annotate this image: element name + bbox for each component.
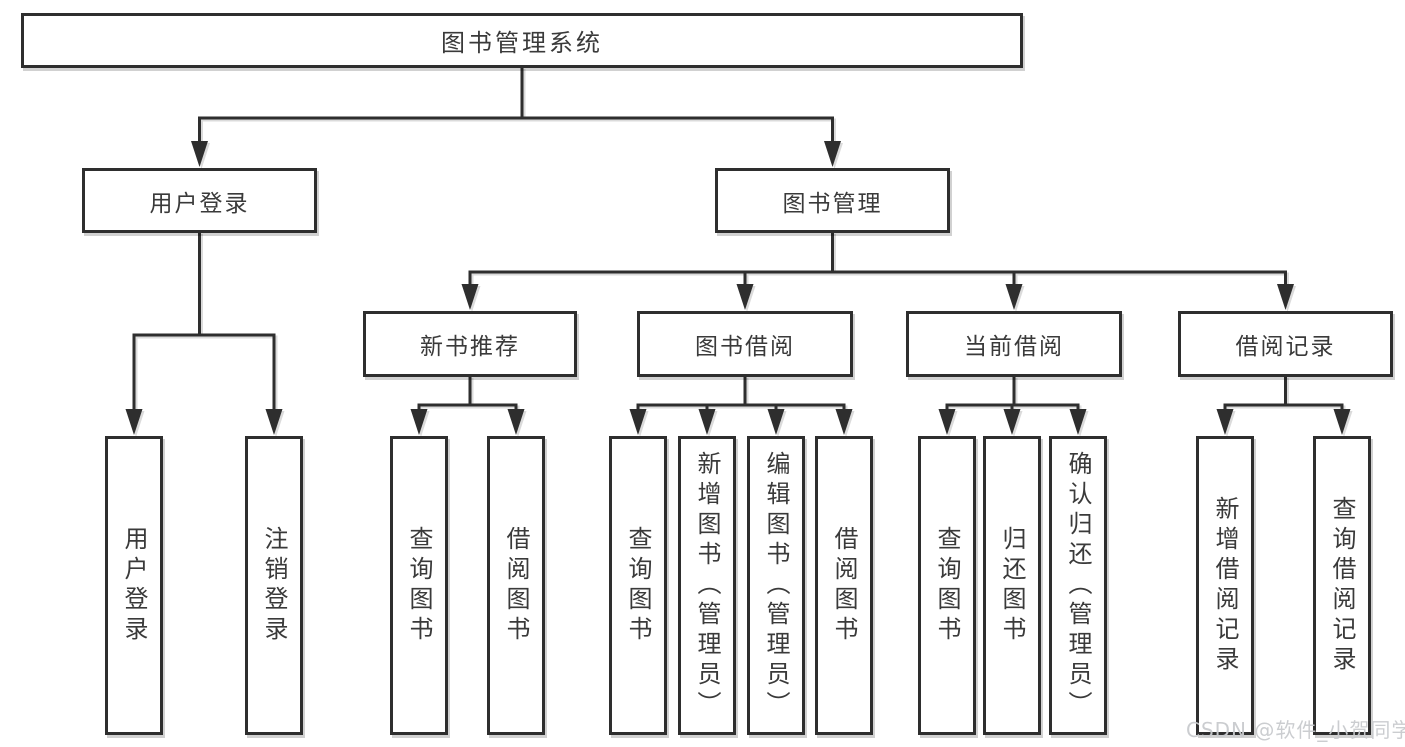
node-label-book-borrow: 图书借阅 [695, 334, 795, 360]
diagram-node-leaf-borrow-edit: 编辑图书（管理员） [747, 436, 805, 735]
node-label-user-login: 用户登录 [149, 190, 250, 217]
diagram-node-book-borrow: 图书借阅 [637, 311, 853, 377]
node-label-leaf-newrec-query: 查询图书 [405, 525, 433, 646]
node-label-leaf-borrow-edit: 编辑图书（管理员） [762, 450, 790, 721]
diagram-node-leaf-logout: 注销登录 [245, 436, 303, 735]
watermark: CSDN @软件_小贺同学 [1186, 718, 1405, 742]
node-label-leaf-logout: 注销登录 [260, 525, 288, 646]
diagram-node-leaf-user-login: 用户登录 [105, 436, 163, 735]
arrowhead-leaf-record-add [1216, 409, 1234, 435]
arrowhead-leaf-logout [265, 409, 283, 435]
arrowhead-leaf-current-confirm [1069, 409, 1087, 435]
node-label-leaf-current-confirm: 确认归还（管理员） [1064, 450, 1092, 721]
arrowhead-new-book-rec [461, 284, 479, 310]
diagram-node-leaf-current-confirm: 确认归还（管理员） [1049, 436, 1107, 735]
diagram-node-leaf-borrow-query: 查询图书 [609, 436, 667, 735]
arrowhead-leaf-user-login [125, 409, 143, 435]
arrowhead-current-borrow [1005, 284, 1023, 310]
node-label-leaf-record-add: 新增借阅记录 [1211, 495, 1239, 676]
diagram-node-leaf-current-return: 归还图书 [983, 436, 1041, 735]
diagram-node-current-borrow: 当前借阅 [906, 311, 1122, 377]
arrowhead-leaf-newrec-query [410, 409, 428, 435]
node-label-leaf-borrow-add: 新增图书（管理员） [693, 450, 721, 721]
diagram-node-book-mgmt: 图书管理 [715, 168, 950, 233]
arrowhead-leaf-current-query [938, 409, 956, 435]
node-label-leaf-newrec-borrow: 借阅图书 [502, 525, 530, 646]
arrowhead-book-borrow [736, 284, 754, 310]
node-label-current-borrow: 当前借阅 [964, 334, 1064, 360]
diagram-node-new-book-rec: 新书推荐 [363, 311, 577, 377]
node-label-leaf-record-query: 查询借阅记录 [1328, 495, 1356, 676]
arrowhead-book-mgmt [824, 141, 841, 167]
diagram-node-leaf-newrec-query: 查询图书 [390, 436, 448, 735]
arrowhead-leaf-newrec-borrow [507, 409, 525, 435]
arrowhead-leaf-record-query [1333, 409, 1351, 435]
diagram-node-leaf-borrow-add: 新增图书（管理员） [678, 436, 736, 735]
node-label-root: 图书管理系统 [441, 29, 603, 57]
node-label-leaf-current-return: 归还图书 [998, 525, 1026, 646]
diagram-node-borrow-record: 借阅记录 [1178, 311, 1393, 377]
arrowhead-leaf-borrow-borrow [835, 409, 853, 435]
diagram-node-root: 图书管理系统 [21, 13, 1023, 68]
arrowhead-leaf-borrow-add [698, 409, 716, 435]
node-label-leaf-current-query: 查询图书 [933, 525, 961, 646]
node-label-leaf-user-login: 用户登录 [120, 525, 148, 646]
node-label-leaf-borrow-borrow: 借阅图书 [830, 525, 858, 646]
arrowhead-borrow-record [1277, 284, 1294, 310]
diagram-node-user-login: 用户登录 [82, 168, 317, 233]
arrowhead-user-login [191, 141, 208, 167]
diagram-node-leaf-newrec-borrow: 借阅图书 [487, 436, 545, 735]
node-label-book-mgmt: 图书管理 [782, 190, 883, 217]
diagram-node-leaf-borrow-borrow: 借阅图书 [815, 436, 873, 735]
node-label-new-book-rec: 新书推荐 [420, 334, 520, 360]
node-label-leaf-borrow-query: 查询图书 [624, 525, 652, 646]
diagram-node-leaf-current-query: 查询图书 [918, 436, 976, 735]
diagram-node-leaf-record-add: 新增借阅记录 [1196, 436, 1254, 735]
node-label-borrow-record: 借阅记录 [1235, 334, 1336, 360]
diagram-node-leaf-record-query: 查询借阅记录 [1313, 436, 1371, 735]
arrowhead-leaf-current-return [1003, 409, 1021, 435]
arrowhead-leaf-borrow-edit [767, 409, 785, 435]
arrowhead-leaf-borrow-query [629, 409, 647, 435]
